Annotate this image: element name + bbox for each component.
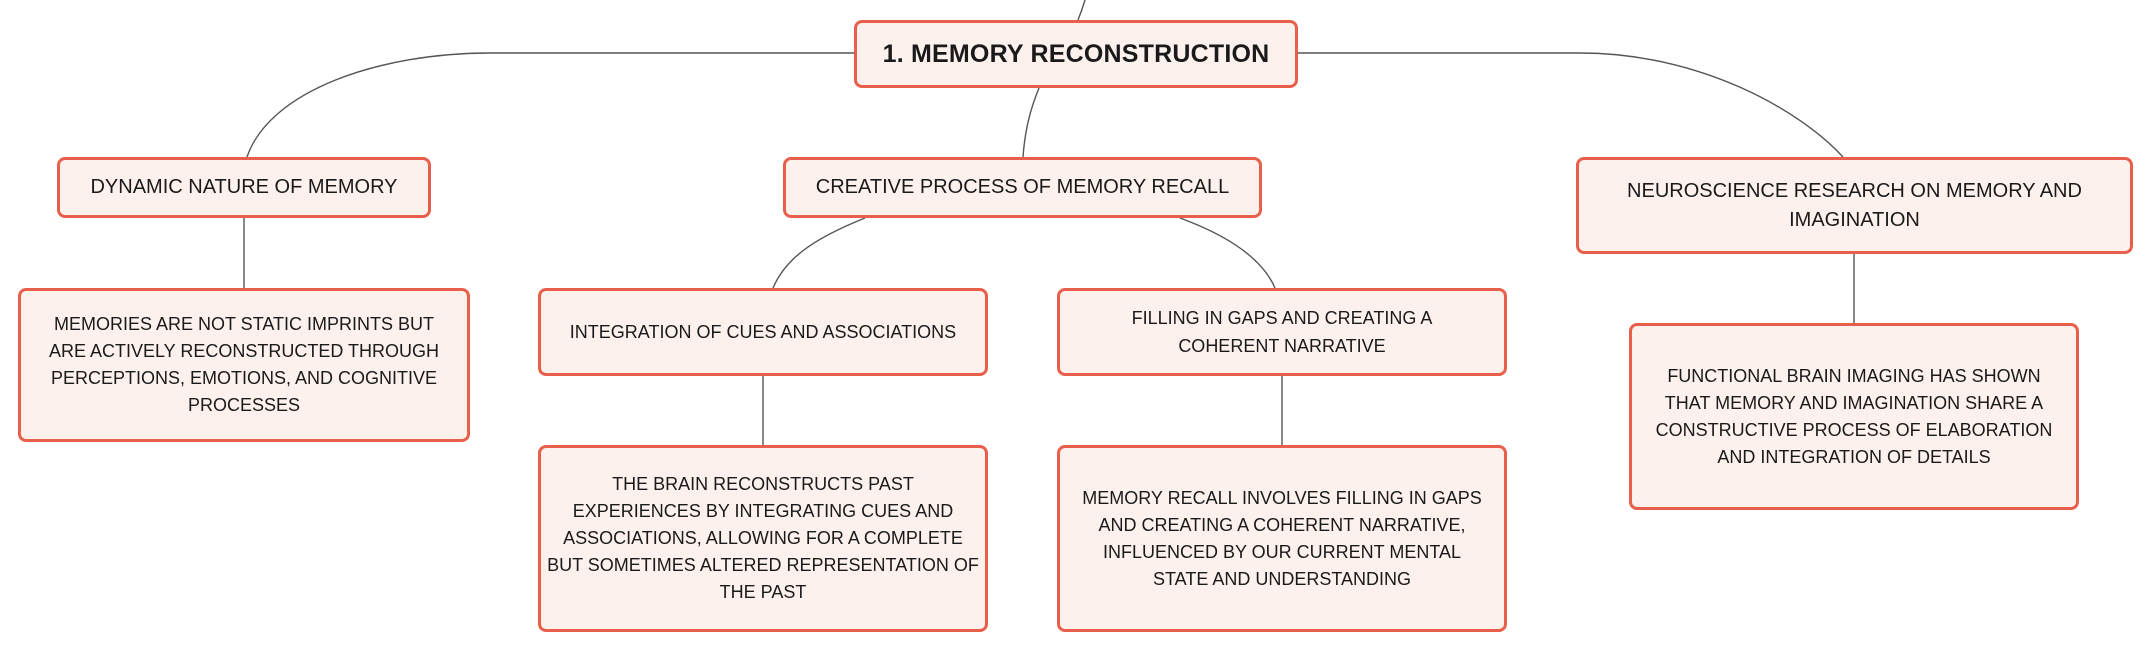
root-node[interactable]: 1. MEMORY RECONSTRUCTION <box>854 20 1298 88</box>
detail-node-dynamic-nature[interactable]: MEMORIES ARE NOT STATIC IMPRINTS BUT ARE… <box>18 288 470 442</box>
connector-root-to-neuroscience <box>1298 52 1844 158</box>
subtopic-node-filling-gaps[interactable]: FILLING IN GAPS AND CREATING A COHERENT … <box>1057 288 1507 376</box>
connector-creative-to-filling <box>1179 217 1276 289</box>
detail-text: FUNCTIONAL BRAIN IMAGING HAS SHOWN THAT … <box>1655 365 2053 467</box>
topic-label: DYNAMIC NATURE OF MEMORY <box>90 176 398 198</box>
root-label: 1. MEMORY RECONSTRUCTION <box>882 39 1270 68</box>
topic-label: NEUROSCIENCE RESEARCH ON MEMORY AND IMAG… <box>1627 179 2082 231</box>
topic-label: CREATIVE PROCESS OF MEMORY RECALL <box>815 176 1230 198</box>
connector-creative-to-integration <box>772 217 866 289</box>
subtopic-label: FILLING IN GAPS AND CREATING A COHERENT … <box>1131 308 1433 356</box>
topic-node-neuroscience-research[interactable]: NEUROSCIENCE RESEARCH ON MEMORY AND IMAG… <box>1576 157 2133 254</box>
detail-text: THE BRAIN RECONSTRUCTS PAST EXPERIENCES … <box>547 474 979 602</box>
connector-root-incoming <box>1077 0 1086 21</box>
topic-node-creative-process[interactable]: CREATIVE PROCESS OF MEMORY RECALL <box>783 157 1262 218</box>
subtopic-label: INTEGRATION OF CUES AND ASSOCIATIONS <box>569 322 957 342</box>
detail-node-filling-gaps[interactable]: MEMORY RECALL INVOLVES FILLING IN GAPS A… <box>1057 445 1507 632</box>
connector-root-to-dynamic <box>246 52 855 158</box>
connector-root-to-creative <box>1022 87 1040 158</box>
detail-text: MEMORIES ARE NOT STATIC IMPRINTS BUT ARE… <box>48 314 440 415</box>
detail-node-neuroscience[interactable]: FUNCTIONAL BRAIN IMAGING HAS SHOWN THAT … <box>1629 323 2079 510</box>
detail-node-integration[interactable]: THE BRAIN RECONSTRUCTS PAST EXPERIENCES … <box>538 445 988 632</box>
topic-node-dynamic-nature[interactable]: DYNAMIC NATURE OF MEMORY <box>57 157 431 218</box>
detail-text: MEMORY RECALL INVOLVES FILLING IN GAPS A… <box>1082 487 1482 589</box>
subtopic-node-integration[interactable]: INTEGRATION OF CUES AND ASSOCIATIONS <box>538 288 988 376</box>
